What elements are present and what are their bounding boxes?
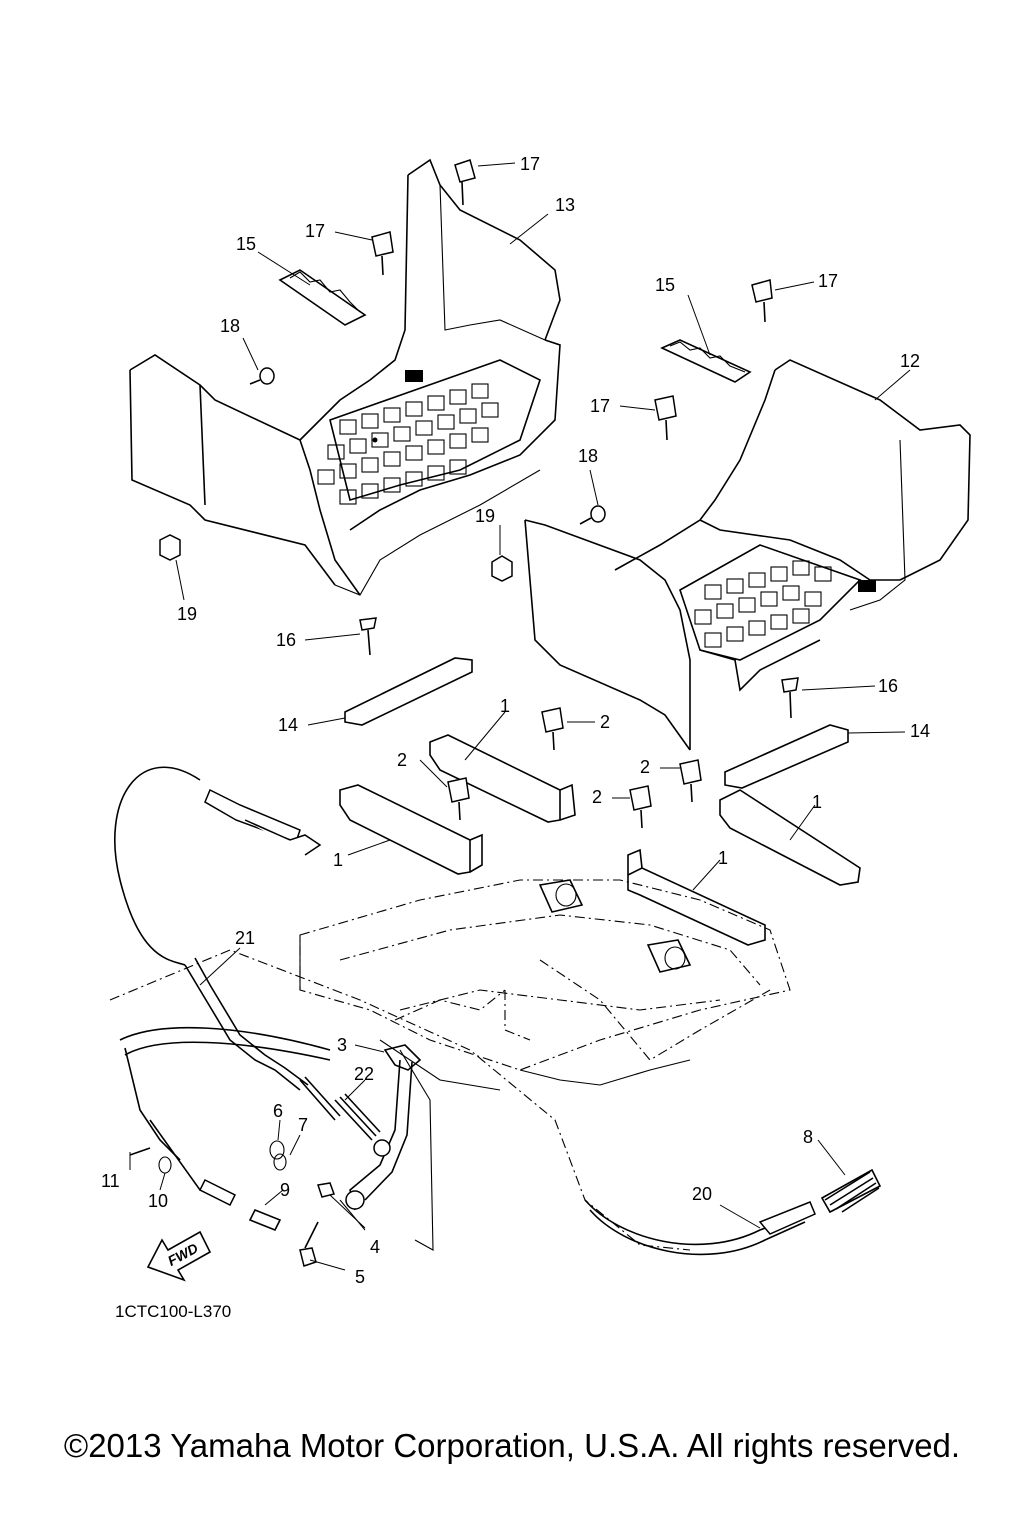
bracket-1-c — [719, 789, 861, 886]
callout-17: 17 — [520, 154, 540, 174]
bracket-1-b — [339, 784, 483, 875]
bolt-17-c — [751, 279, 773, 323]
callout-20: 20 — [692, 1184, 712, 1204]
brake-pedal-3 — [345, 1044, 422, 1211]
callout-8: 8 — [803, 1127, 813, 1147]
callout-9: 9 — [280, 1180, 290, 1200]
bolt-17-a — [454, 159, 476, 206]
callout-2: 2 — [592, 787, 602, 807]
right-footrest — [524, 359, 971, 751]
callout-12: 12 — [900, 351, 920, 371]
callout-14: 14 — [910, 721, 930, 741]
spring-8 — [820, 1168, 882, 1214]
diagram-code: 1CTC100-L370 — [115, 1302, 231, 1321]
callout-17: 17 — [305, 221, 325, 241]
callout-17: 17 — [590, 396, 610, 416]
callout-16: 16 — [276, 630, 296, 650]
spring-22 — [299, 1076, 381, 1141]
fwd-label: FWD — [165, 1240, 201, 1269]
callout-6: 6 — [273, 1101, 283, 1121]
callout-17: 17 — [818, 271, 838, 291]
bolt-2-b — [447, 777, 470, 821]
bolt-2-a — [541, 707, 564, 751]
small-parts-lower — [129, 1119, 335, 1267]
callout-1: 1 — [500, 696, 510, 716]
callout-19: 19 — [475, 506, 495, 526]
left-footrest — [129, 158, 561, 596]
bolt-17-b — [371, 231, 394, 276]
bracket-1-a — [429, 734, 576, 823]
callout-3: 3 — [337, 1035, 347, 1055]
bracket-14-left — [344, 657, 473, 726]
callout-2: 2 — [397, 750, 407, 770]
nut-19-b — [491, 555, 513, 582]
bolt-17-d — [654, 395, 677, 441]
callout-15: 15 — [655, 275, 675, 295]
callout-1: 1 — [812, 792, 822, 812]
copyright-notice: ©2013 Yamaha Motor Corporation, U.S.A. A… — [63, 1427, 961, 1464]
rivet-16-b — [781, 677, 799, 719]
callouts: 17 13 17 15 18 17 15 12 17 18 19 19 16 1… — [101, 154, 930, 1287]
screw-18-b — [579, 505, 606, 525]
bolt-2-c — [679, 759, 702, 803]
callout-19: 19 — [177, 604, 197, 624]
callout-18: 18 — [578, 446, 598, 466]
step-plate-right — [660, 339, 752, 383]
nut-19-a — [159, 534, 181, 561]
callout-15: 15 — [236, 234, 256, 254]
callout-10: 10 — [148, 1191, 168, 1211]
callout-14: 14 — [278, 715, 298, 735]
bracket-14-right — [724, 724, 849, 789]
callout-1: 1 — [333, 850, 343, 870]
cable-21 — [114, 766, 322, 1091]
callout-13: 13 — [555, 195, 575, 215]
bolt-2-d — [629, 785, 652, 829]
bracket-1-d — [627, 848, 766, 946]
callout-16: 16 — [878, 676, 898, 696]
screw-18-a — [249, 367, 275, 385]
step-plate-left — [278, 269, 367, 326]
callout-1: 1 — [718, 848, 728, 868]
cable-20 — [119, 1026, 816, 1256]
callout-4: 4 — [370, 1237, 380, 1257]
callout-22: 22 — [354, 1064, 374, 1084]
callout-21: 21 — [235, 928, 255, 948]
frame — [109, 879, 791, 1251]
leader-lines — [129, 162, 911, 1271]
callout-2: 2 — [640, 757, 650, 777]
callout-11: 11 — [101, 1171, 120, 1191]
fwd-arrow-icon: FWD — [146, 1230, 212, 1282]
rivet-16-a — [359, 617, 377, 656]
callout-2: 2 — [600, 712, 610, 732]
callout-5: 5 — [355, 1267, 365, 1287]
callout-7: 7 — [298, 1115, 308, 1135]
callout-18: 18 — [220, 316, 240, 336]
